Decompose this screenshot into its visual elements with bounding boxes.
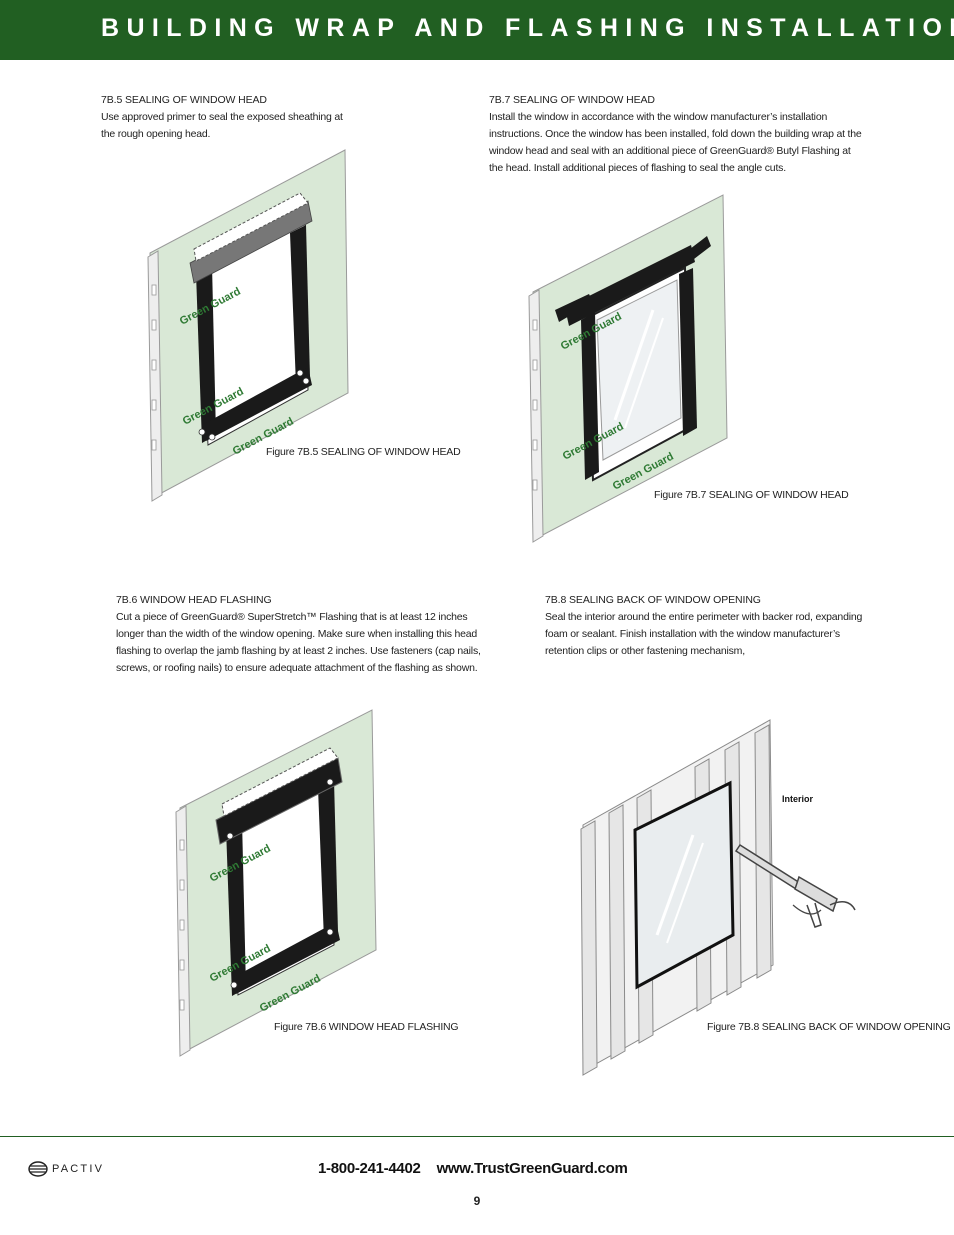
body-line: foam or sealant. Finish installation wit…: [545, 628, 840, 640]
figure-caption: Figure 7B.5 SEALING OF WINDOW HEAD: [266, 446, 461, 458]
header-band: BUILDING WRAP AND FLASHING INSTALLATION: [0, 0, 954, 60]
figure-7b7: Green Guard Green Guard Green Guard Figu…: [525, 190, 855, 545]
page-number: 9: [473, 1194, 481, 1208]
body-line: Install the window in accordance with th…: [489, 111, 828, 123]
figure-7b8: Interior Figure 7B.8 SEALING BACK OF WIN…: [575, 705, 951, 1080]
footer-divider: [0, 1136, 954, 1137]
section-7b5: 7B.5 SEALING OF WINDOW HEAD Use approved…: [101, 92, 361, 143]
body-line: the rough opening head.: [101, 128, 211, 140]
section-title: 7B.5 SEALING OF WINDOW HEAD: [101, 94, 267, 106]
interior-label: Interior: [782, 794, 814, 804]
section-body: Seal the interior around the entire peri…: [545, 609, 905, 660]
figure-caption: Figure 7B.7 SEALING OF WINDOW HEAD: [654, 489, 849, 501]
section-body: Install the window in accordance with th…: [489, 109, 869, 177]
body-line: Use approved primer to seal the exposed …: [101, 111, 343, 123]
section-title: 7B.8 SEALING BACK OF WINDOW OPENING: [545, 594, 761, 606]
body-line: flashing to overlap the jamb flashing by…: [116, 645, 481, 657]
body-line: Seal the interior around the entire peri…: [545, 611, 863, 623]
body-line: Cut a piece of GreenGuard® SuperStretch™…: [116, 611, 468, 623]
body-line: instructions. Once the window has been i…: [489, 128, 862, 140]
wall-diagram-7b6: Green Guard Green Guard Green Guard: [175, 709, 377, 1057]
figure-7b6: Green Guard Green Guard Green Guard Figu…: [170, 700, 459, 1060]
section-title: 7B.6 WINDOW HEAD FLASHING: [116, 594, 272, 606]
body-line: longer than the width of the window open…: [116, 628, 478, 640]
section-title: 7B.7 SEALING OF WINDOW HEAD: [489, 94, 655, 106]
body-line: retention clips or other fastening mecha…: [545, 645, 745, 657]
page-title: BUILDING WRAP AND FLASHING INSTALLATION: [101, 14, 954, 42]
section-body: Use approved primer to seal the exposed …: [101, 109, 361, 143]
wall-diagram-7b5: Green Guard Green Guard Green Guard: [147, 149, 349, 502]
section-body: Cut a piece of GreenGuard® SuperStretch™…: [116, 609, 496, 677]
figure-caption: Figure 7B.8 SEALING BACK OF WINDOW OPENI…: [707, 1021, 951, 1033]
phone-number[interactable]: 1-800-241-4402: [318, 1160, 421, 1177]
footer-contact: 1-800-241-4402 www.TrustGreenGuard.com: [318, 1160, 628, 1177]
section-7b6: 7B.6 WINDOW HEAD FLASHING Cut a piece of…: [116, 592, 496, 677]
section-7b8: 7B.8 SEALING BACK OF WINDOW OPENING Seal…: [545, 592, 905, 660]
wall-diagram-7b7: Green Guard Green Guard Green Guard: [528, 194, 728, 543]
body-line: screws, or roofing nails) to ensure adeq…: [116, 662, 478, 674]
website-link[interactable]: www.TrustGreenGuard.com: [436, 1160, 628, 1177]
wall-framing-diagram-7b8: Interior: [580, 719, 856, 1076]
figure-caption: Figure 7B.6 WINDOW HEAD FLASHING: [274, 1021, 459, 1033]
section-7b7: 7B.7 SEALING OF WINDOW HEAD Install the …: [489, 92, 869, 177]
body-line: the head. Install additional pieces of f…: [489, 162, 786, 174]
figure-7b5: Green Guard Green Guard Green Guard Figu…: [140, 145, 461, 510]
body-line: window head and seal with an additional …: [489, 145, 851, 157]
brand-name: PACTIV: [52, 1163, 105, 1175]
pactiv-logo-icon: [28, 1161, 48, 1177]
